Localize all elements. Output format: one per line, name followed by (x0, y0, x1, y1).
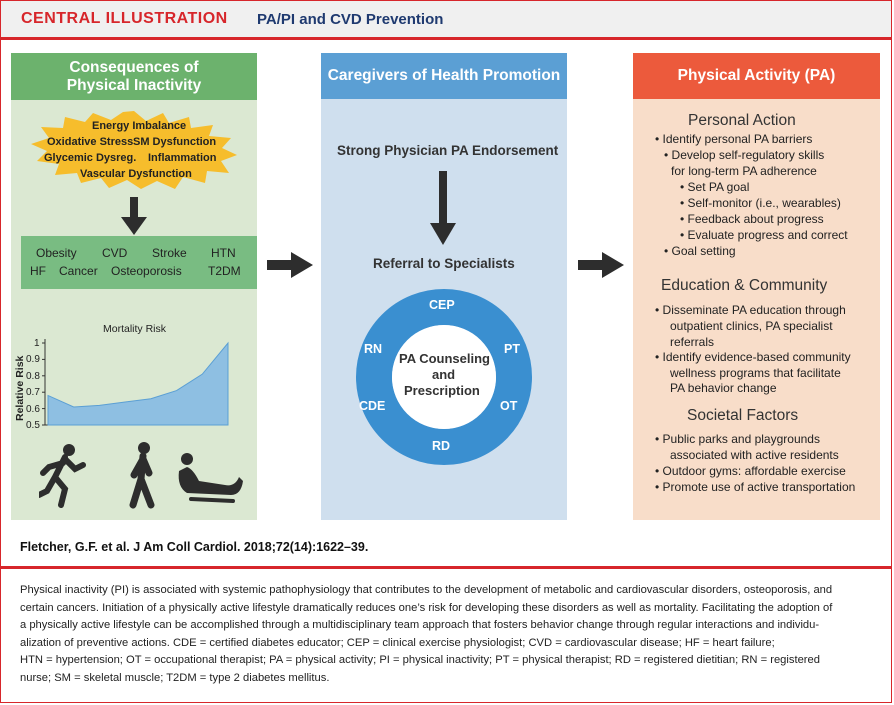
ring-label-ot: OT (500, 399, 518, 413)
endorsement-text: Strong Physician PA Endorsement (337, 143, 559, 158)
specialist-ring (356, 289, 532, 465)
education-item: • Identify evidence-based community (655, 350, 851, 364)
y-tick-label: 1 (34, 338, 40, 349)
education-item: • Disseminate PA education through (655, 303, 846, 317)
personal-action-item: • Goal setting (664, 244, 736, 258)
disease-box: Obesity CVD Stroke HTN HF Cancer Osteopo… (21, 236, 257, 289)
walker-icon (129, 442, 155, 509)
disease-label: Stroke (152, 246, 187, 260)
y-tick-label: 0.7 (26, 387, 40, 398)
education-heading: Education & Community (661, 277, 828, 294)
y-tick-label: 0.6 (26, 404, 40, 415)
ring-label-rn: RN (364, 342, 383, 356)
personal-action-item: • Evaluate progress and correct (680, 228, 848, 242)
societal-item: • Promote use of active transportation (655, 480, 856, 494)
inactivity-title-line2: Physical Inactivity (66, 76, 202, 94)
ring-label-cde: CDE (359, 399, 386, 413)
ring-center-line: and (432, 367, 456, 382)
starburst-item: Oxidative Stress (47, 136, 134, 148)
illustration-title: PA/PI and CVD Prevention (257, 11, 444, 28)
disease-label: Osteoporosis (111, 264, 182, 278)
runner-icon (39, 444, 86, 508)
societal-item: • Public parks and playgrounds (655, 432, 820, 446)
ring-center-line: PA Counseling (399, 351, 490, 366)
education-item: referrals (670, 335, 715, 349)
personal-action-item: • Self-monitor (i.e., wearables) (680, 196, 841, 210)
disease-label: HF (30, 264, 46, 278)
referral-text: Referral to Specialists (373, 256, 515, 271)
starburst-item: Glycemic Dysreg. (44, 152, 137, 164)
personal-action-heading: Personal Action (688, 112, 796, 129)
chart-title: Mortality Risk (103, 323, 167, 335)
citation: Fletcher, G.F. et al. J Am Coll Cardiol.… (20, 540, 369, 554)
y-tick-label: 0.9 (26, 354, 40, 365)
disease-label: CVD (102, 246, 128, 260)
starburst-item: Inflammation (148, 152, 217, 164)
education-item: outpatient clinics, PA specialist (670, 319, 833, 333)
caption-line: a physically active lifestyle can be acc… (20, 619, 820, 631)
starburst-icon (31, 111, 237, 189)
societal-item: • Outdoor gyms: affordable exercise (655, 464, 846, 478)
caption-line: certain cancers. Initiation of a physica… (20, 601, 833, 614)
disease-label: T2DM (208, 264, 241, 278)
figure-caption: Physical inactivity (PI) is associated w… (20, 582, 875, 687)
caregivers-column: Caregivers of Health Promotion Strong Ph… (321, 53, 567, 520)
disease-label: HTN (211, 246, 236, 260)
reclining-person-icon (178, 453, 243, 503)
mortality-chart (42, 339, 229, 426)
arrow-down-icon (121, 197, 147, 235)
caregivers-header: Caregivers of Health Promotion (321, 53, 567, 99)
education-item: PA behavior change (670, 381, 777, 395)
personal-action-item: • Identify personal PA barriers (655, 132, 813, 146)
starburst-item: Energy Imbalance (92, 120, 187, 132)
personal-action-item: • Set PA goal (680, 180, 750, 194)
caption-line: Physical inactivity (PI) is associated w… (20, 584, 833, 596)
inactivity-title-line1: Consequences of (69, 58, 199, 76)
arrow-right-icon (267, 252, 313, 278)
disease-label: Cancer (59, 264, 98, 278)
ring-center-line: Prescription (404, 383, 480, 398)
physical-activity-column: Physical Activity (PA) Personal Action •… (633, 53, 880, 520)
starburst-item: Vascular Dysfunction (80, 168, 192, 180)
ring-label-rd: RD (432, 439, 451, 453)
illustration-label: CENTRAL ILLUSTRATION (21, 10, 228, 27)
disease-label: Obesity (36, 246, 77, 260)
arrow-right-icon (578, 252, 624, 278)
header-bar: CENTRAL ILLUSTRATION PA/PI and CVD Preve… (1, 1, 891, 40)
area-series (47, 341, 229, 426)
y-tick-label: 0.5 (26, 420, 40, 431)
inactivity-column: Consequences of Physical Inactivity Ener… (11, 53, 257, 520)
societal-item: associated with active residents (670, 448, 839, 462)
starburst-item: SM Dysfunction (133, 136, 217, 148)
caption-line: alization of preventive actions. CDE = c… (20, 636, 775, 649)
ring-label-cep: CEP (429, 298, 455, 312)
personal-action-item: • Develop self-regulatory skills (664, 148, 825, 162)
ring-label-pt: PT (504, 342, 520, 356)
chart-ylabel: Relative Risk (14, 355, 26, 421)
y-tick-label: 0.8 (26, 371, 40, 382)
caption-line: HTN = hypertension; OT = occupational th… (20, 654, 820, 666)
societal-heading: Societal Factors (687, 407, 799, 424)
physical-activity-header: Physical Activity (PA) (633, 53, 880, 99)
arrow-down-icon (430, 171, 456, 245)
inactivity-header: Consequences of Physical Inactivity (11, 53, 257, 100)
caption-line: nurse; SM = skeletal muscle; T2DM = type… (20, 671, 330, 684)
divider (1, 566, 891, 569)
personal-action-item: • Feedback about progress (680, 212, 824, 226)
education-item: wellness programs that facilitate (670, 366, 841, 380)
personal-action-item: for long-term PA adherence (671, 164, 817, 178)
